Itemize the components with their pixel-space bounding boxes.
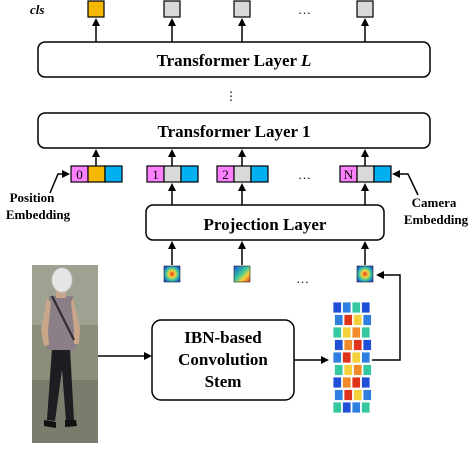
feature-map-cell	[334, 339, 344, 351]
feature-map-cell	[353, 314, 363, 326]
conv-stem-line2: Convolution	[178, 350, 268, 369]
output-ellipsis: …	[298, 2, 311, 17]
feature-map-cell	[353, 339, 363, 351]
feature-map-cell	[343, 364, 353, 376]
feature-map-cell	[342, 301, 352, 314]
feature-map-cell	[362, 314, 372, 326]
feature-map-cell	[332, 351, 342, 364]
feature-map-cell	[342, 376, 352, 389]
feature-map-cell	[362, 389, 372, 401]
token-index-1: 1	[152, 167, 159, 182]
feature-map-cell	[343, 389, 353, 401]
feature-map-cell	[361, 326, 371, 339]
feature-map-cell	[334, 314, 344, 326]
cls-label: cls	[30, 2, 44, 17]
feature-map-cell	[362, 339, 372, 351]
output-cls-token	[87, 0, 105, 18]
feature-map-cell	[353, 389, 363, 401]
camera-embedding-arrow	[392, 170, 419, 196]
feature-patch-n	[356, 265, 374, 283]
token-index-n: N	[344, 167, 354, 182]
projection-layer-box	[145, 204, 385, 241]
projection-layer-label: Projection Layer	[204, 215, 327, 234]
feature-map-cell	[353, 364, 363, 376]
output-token-2	[233, 0, 251, 18]
transformer-layer-l-label: Transformer Layer L	[157, 51, 312, 70]
feature-map-cell	[361, 401, 371, 414]
patch-ellipsis: …	[296, 271, 309, 286]
feature-map-cell	[332, 301, 342, 314]
feature-map-cell	[361, 376, 371, 389]
position-embedding-arrow	[49, 170, 70, 194]
feature-map-cell	[342, 401, 352, 414]
conv-stem-line1: IBN-based	[184, 328, 262, 347]
output-token-n	[356, 0, 374, 18]
feature-map-cell	[351, 401, 361, 414]
token-index-2: 2	[222, 167, 229, 182]
feature-patch-2	[233, 265, 251, 283]
feature-patch-1	[163, 265, 181, 283]
feature-map-cell	[334, 389, 344, 401]
camera-embedding-line1: Camera	[412, 195, 457, 210]
input-token-cls: 0	[70, 165, 123, 183]
feature-map-cell	[351, 326, 361, 339]
feature-map-cell	[342, 326, 352, 339]
camera-embedding-line2: Embedding	[404, 212, 469, 227]
output-token-1	[163, 0, 181, 18]
feature-map-cell	[351, 301, 361, 314]
feature-map-cell	[351, 351, 361, 364]
feature-map-cell	[343, 314, 353, 326]
feature-map-cell	[351, 376, 361, 389]
transformer-layer-1-box	[37, 112, 431, 149]
feature-map-cell	[361, 301, 371, 314]
arrow-featuremap-to-patch	[372, 271, 401, 361]
token-index-0: 0	[76, 167, 83, 182]
feature-map-cell	[362, 364, 372, 376]
feature-map-cell	[332, 326, 342, 339]
pedestrian-photo	[32, 265, 98, 443]
feature-map-cell	[342, 351, 352, 364]
input-token-1: 1	[146, 165, 199, 183]
feature-map-cell	[332, 376, 342, 389]
feature-map-cell	[343, 339, 353, 351]
feature-map-cell	[361, 351, 371, 364]
vertical-ellipsis: ⋮	[225, 89, 237, 103]
position-embedding-line2: Embedding	[6, 207, 71, 222]
feature-map-cell	[332, 401, 342, 414]
transformer-layer-1-label: Transformer Layer 1	[158, 122, 311, 141]
position-embedding-line1: Position	[10, 190, 56, 205]
feature-map-grid	[332, 301, 372, 414]
input-ellipsis: …	[298, 167, 311, 182]
feature-map-cell	[334, 364, 344, 376]
input-token-n: N	[339, 165, 392, 183]
transformer-layer-l-box	[37, 41, 431, 78]
input-token-2: 2	[216, 165, 269, 183]
conv-stem-line3: Stem	[205, 372, 242, 391]
